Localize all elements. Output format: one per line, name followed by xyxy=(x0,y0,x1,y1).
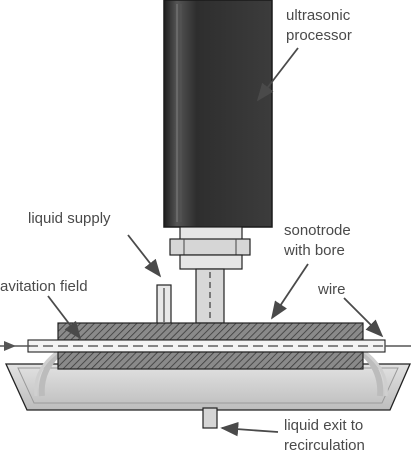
label-liquid-supply: liquid supply xyxy=(28,210,111,227)
label-sonotrode-line2: with bore xyxy=(283,242,345,259)
sonotrode-horn xyxy=(195,268,225,324)
label-sonotrode-line1: sonotrode xyxy=(284,222,351,239)
label-cavitation-field: avitation field xyxy=(0,278,88,295)
processor-flange xyxy=(169,226,251,270)
liquid-basin xyxy=(4,363,411,411)
label-exit-line1: liquid exit to xyxy=(284,417,363,434)
sonotrode-plate-upper xyxy=(57,322,364,341)
label-exit-line2: recirculation xyxy=(284,437,365,454)
wire-leader-arrow xyxy=(343,297,384,338)
leader-arrows xyxy=(47,47,384,437)
exit-leader-arrow xyxy=(220,421,279,437)
label-processor-line1: ultrasonic xyxy=(286,7,351,24)
wire xyxy=(0,341,411,351)
label-processor-line2: processor xyxy=(286,27,352,44)
liquid-supply-pipe xyxy=(156,284,172,326)
liquid-supply-leader-arrow xyxy=(127,234,162,278)
wire-channel xyxy=(27,339,386,353)
cavitation-leader-arrow xyxy=(47,295,82,340)
liquid-exit-pipe xyxy=(202,407,218,429)
processor-leader-arrow xyxy=(256,47,299,102)
sonotrode-plate-lower xyxy=(57,351,364,370)
sonotrode-leader-arrow xyxy=(271,263,309,320)
ultrasonic-processor xyxy=(163,0,273,228)
label-wire: wire xyxy=(317,281,346,298)
